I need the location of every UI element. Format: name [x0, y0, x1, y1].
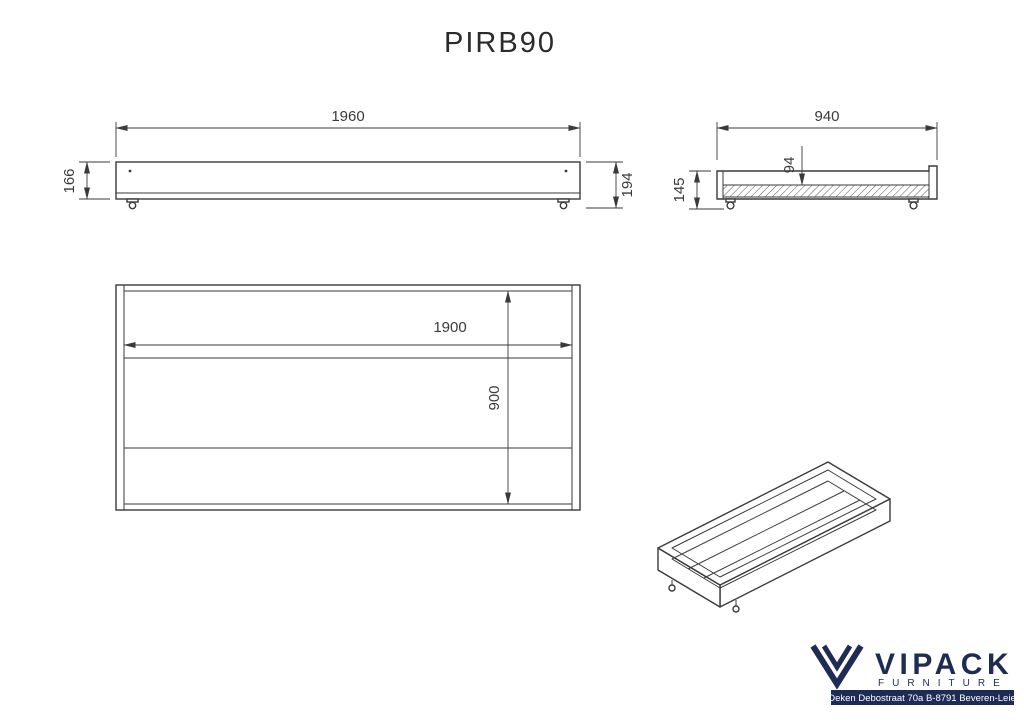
- top-view-outline: [115, 284, 581, 511]
- address-bar: [831, 690, 1014, 705]
- side-slat-hatch: [723, 185, 929, 197]
- front-left-height-label: 166: [61, 168, 78, 193]
- side-inner-depth-label: 94: [781, 157, 798, 174]
- side-height-label: 145: [671, 177, 688, 202]
- brand-division: FURNITURE: [878, 678, 1008, 689]
- front-right-height-dimension: 194: [586, 161, 636, 209]
- front-left-height-dimension: 166: [61, 161, 110, 200]
- screw-mark-right: [564, 169, 568, 173]
- screw-mark-left: [128, 169, 132, 173]
- top-view: 1900 900: [115, 284, 581, 511]
- iso-floor-slat-line-1: [687, 490, 845, 570]
- front-width-dimension: 1960: [115, 108, 581, 157]
- side-width-dimension: 940: [716, 108, 938, 160]
- side-caster-right: [908, 198, 919, 210]
- brand-name: VIPACK: [875, 648, 1013, 681]
- side-inner-depth-dimension: 94: [781, 146, 805, 186]
- brand-address: Deken Debostraat 70a B-8791 Beveren-Leie: [828, 693, 1015, 704]
- iso-floor-slat-line-2: [703, 499, 861, 579]
- top-length-label: 1900: [433, 319, 466, 336]
- iso-caster-near: [732, 600, 740, 613]
- side-caster-left: [725, 198, 736, 210]
- top-length-dimension: 1900: [123, 319, 573, 348]
- top-width-dimension: 900: [486, 290, 511, 505]
- top-width-label: 900: [486, 385, 503, 410]
- side-height-dimension: 145: [671, 170, 724, 210]
- front-right-height-label: 194: [619, 172, 636, 197]
- iso-caster-left: [668, 580, 676, 592]
- front-caster-right: [557, 198, 570, 210]
- iso-top-rim: [657, 461, 891, 586]
- iso-floor: [671, 480, 877, 589]
- side-view: 940 145 94: [671, 108, 938, 210]
- isometric-view: [657, 461, 891, 613]
- brand-logo: VIPACK FURNITURE Deken Debostraat 70a B-…: [810, 644, 1016, 705]
- drawing-title: PIRB90: [444, 27, 556, 59]
- iso-inner-rim: [671, 469, 877, 578]
- front-width-label: 1960: [331, 108, 364, 125]
- side-width-label: 940: [814, 108, 839, 125]
- vipack-logo-icon: [810, 644, 864, 690]
- front-caster-left: [126, 198, 139, 210]
- front-view: 1960 166 194: [61, 108, 636, 210]
